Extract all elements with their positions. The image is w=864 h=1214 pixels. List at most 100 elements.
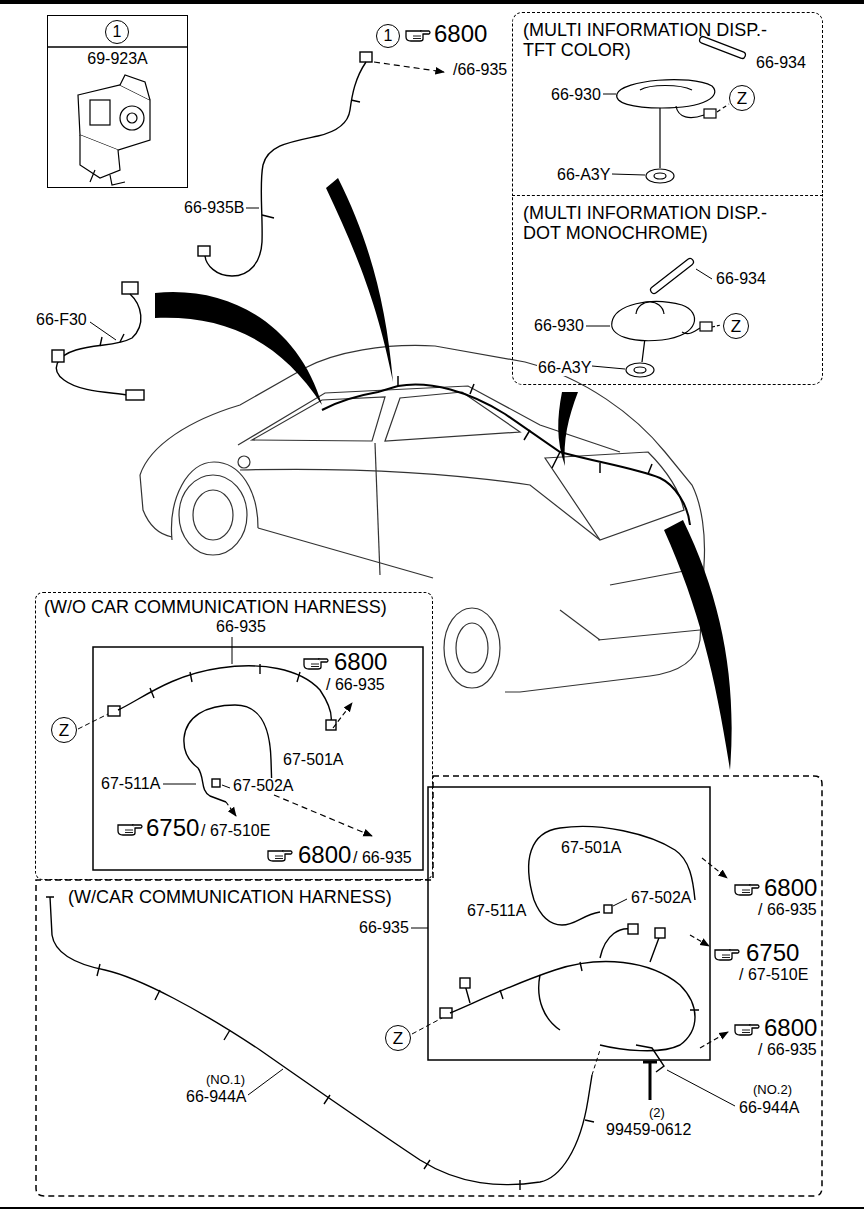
part-number: 66-934 [715,271,767,287]
wiring-harness [205,62,366,276]
antenna-dot [712,325,721,327]
actuator-part [78,75,150,185]
pointer-wedge [155,178,732,770]
harness-with-communication [529,826,695,900]
reference-pointer [304,659,328,669]
wiring-harness [122,282,138,294]
actuator-part [90,170,125,185]
reference-number: 6750 [745,941,800,965]
part-number: 66-935 [358,920,410,936]
roof-harness [398,376,652,474]
callout-circle: 1 [105,20,129,44]
harness-with-communication [450,962,695,1051]
harness-without-communication [93,647,423,870]
panel-heading: (W/CAR COMMUNICATION HARNESS) [68,888,392,908]
antenna-dot [634,367,646,373]
reference-pointer [118,31,759,1035]
reference-number: 6800 [297,843,352,867]
reference-number: 6800 [763,1016,818,1040]
harness-without-communication [226,802,236,816]
part-number: 66-944A [185,1089,248,1105]
quantity: (2) [648,1106,666,1119]
antenna-dot [636,302,664,314]
panel-heading: (MULTI INFORMATION DISP.-TFT COLOR) [523,21,788,61]
reference-number: 6800 [333,650,388,674]
harness-with-communication [655,928,665,938]
actuator-part [90,100,110,125]
harness-without-communication [108,706,120,716]
panel-heading: (MULTI INFORMATION DISP.-DOT MONOCHROME) [523,204,788,244]
pointer-wedge [155,292,322,405]
harness-with-communication [465,929,660,1030]
harness-with-communication [46,897,594,1190]
reference-number: 6800 [433,22,488,46]
pointer-wedge [664,520,732,770]
harness-without-communication [150,664,300,698]
wiring-harness [52,52,444,400]
harness-with-communication [248,1069,283,1095]
harness-with-communication [428,787,710,1060]
part-number: 67-502A [630,890,693,906]
vehicle-outline [140,345,705,692]
panel-outline [36,776,822,1196]
harness-with-communication [460,978,470,988]
harness-with-communication [534,900,600,925]
vehicle-outline [240,469,600,540]
wiring-harness [246,208,259,209]
antenna-tft [703,40,742,55]
part-number: 66-934 [755,55,807,71]
callout-number: 1 [113,24,122,40]
harness-with-communication [613,899,627,906]
antenna-tft [676,106,704,118]
callout-letter: Z [393,1030,403,1047]
part-number: 66-935 [215,619,267,635]
part-number: 66-A3Y [556,167,611,183]
antenna-tft [603,40,742,183]
vehicle-outline [375,443,380,575]
antenna-dot [586,262,721,377]
harness-without-communication [212,779,220,787]
part-number: 66-930 [550,87,602,103]
callout-circle: Z [723,313,749,339]
part-number: 67-511A [466,903,527,919]
reference-pointer [735,885,759,895]
harness-with-communication [700,1032,728,1048]
vehicle-outline [238,456,250,468]
harness-without-communication [232,637,233,664]
antenna-dot [654,262,690,290]
antenna-tft [617,80,715,108]
reference-part: / 67-510E [738,967,809,983]
callout-circle: Z [385,1025,411,1051]
wiring-harness [198,246,210,256]
antenna-tft [654,173,666,179]
actuator-part [127,113,137,123]
harness-with-communication [592,1050,600,1075]
reference-pointer [735,1025,759,1035]
wiring-harness [126,390,144,400]
roof-harness [322,384,690,525]
harness-with-communication [50,897,592,1185]
actuator-part [80,135,120,178]
antenna-dot [700,322,712,331]
harness-without-communication [326,720,336,730]
reference-pointer [268,851,292,861]
harness-with-communication [412,1018,442,1034]
part-number: 66-F30 [35,312,88,328]
panel-heading: (W/O CAR COMMUNICATION HARNESS) [44,598,387,618]
part-number: 99459-0612 [605,1122,692,1138]
parts-box: 69-923A1 [47,15,188,188]
callout-circle: Z [729,85,755,111]
variant-panel: (MULTI INFORMATION DISP.-DOT MONOCHROME)… [512,195,823,385]
wiring-harness [90,322,116,340]
reference-part: / 66-935 [325,677,386,693]
harness-without-communication [78,714,108,729]
reference-number: 6800 [763,876,818,900]
vehicle-outline [385,392,520,441]
part-number: 66-A3Y [537,360,592,376]
actuator-part [120,75,150,100]
antenna-dot [612,301,695,340]
callout-circle: Z [51,717,77,743]
pointer-wedge [326,178,393,382]
antenna-tft [603,94,645,175]
